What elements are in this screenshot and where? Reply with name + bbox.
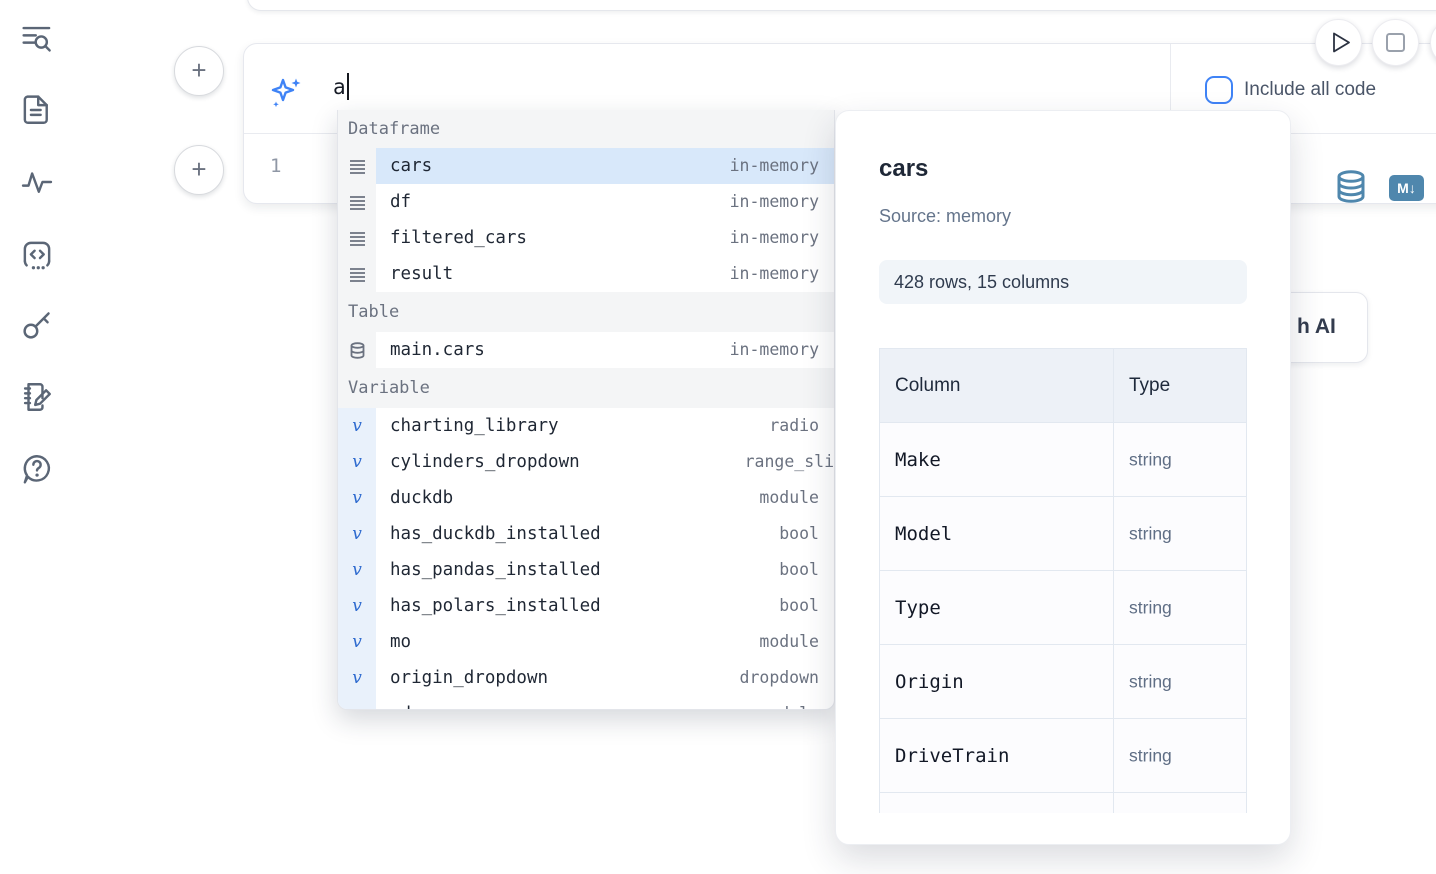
- preview-source: Source: memory: [879, 206, 1012, 226]
- ai-prompt-input[interactable]: a: [333, 73, 349, 100]
- dataframe-icon: [338, 220, 376, 256]
- variable-icon: v: [338, 408, 376, 444]
- table-row: Model string: [880, 496, 1246, 570]
- help-chat-icon[interactable]: [20, 452, 54, 486]
- table-row: Make string: [880, 422, 1246, 496]
- run-button[interactable]: [1315, 19, 1362, 66]
- variable-icon: v: [338, 696, 376, 709]
- code-snippet-icon[interactable]: [20, 238, 54, 272]
- section-header-dataframe: Dataframe: [338, 110, 834, 148]
- preview-table: Column Type Make string Model string Typ…: [879, 348, 1247, 813]
- document-icon[interactable]: [20, 93, 54, 127]
- type-header: Type: [1129, 374, 1171, 396]
- include-all-code-checkbox[interactable]: [1205, 76, 1233, 104]
- variable-icon: v: [338, 624, 376, 660]
- table-row: Type string: [880, 570, 1246, 644]
- table-row: Origin string: [880, 644, 1246, 718]
- table-database-icon: [338, 332, 376, 368]
- include-all-code-zone: Include all code: [1171, 44, 1436, 134]
- activity-icon[interactable]: [20, 165, 54, 199]
- table-row-partial: [880, 792, 1246, 813]
- stop-button[interactable]: [1372, 19, 1419, 66]
- dataframe-icon: [338, 256, 376, 292]
- sparkles-icon: [271, 78, 301, 108]
- code-editor-row[interactable]: 1: [244, 135, 1436, 204]
- sidebar: [0, 0, 72, 874]
- variable-icon: v: [338, 516, 376, 552]
- dataframe-icon: [338, 148, 376, 184]
- dataframe-icon: [338, 184, 376, 220]
- line-number: 1: [270, 155, 282, 177]
- variable-icon: v: [338, 444, 376, 480]
- section-header-table: Table: [338, 292, 834, 332]
- preview-title: cars: [879, 155, 929, 182]
- key-icon[interactable]: [20, 308, 54, 342]
- include-all-code-label: Include all code: [1244, 79, 1377, 100]
- toc-search-icon[interactable]: [20, 22, 54, 56]
- preview-table-wrap: Column Type Make string Model string Typ…: [879, 348, 1248, 813]
- variable-icon: v: [338, 552, 376, 588]
- markdown-icon[interactable]: M↓: [1389, 175, 1424, 201]
- variable-icon: v: [338, 480, 376, 516]
- add-cell-button-bottom[interactable]: +: [174, 145, 224, 195]
- text-cursor: [346, 73, 349, 100]
- add-cell-button-top[interactable]: +: [174, 46, 224, 96]
- autocomplete-item-partial[interactable]: v pdmodule: [338, 696, 834, 709]
- table-row: DriveTrain string: [880, 718, 1246, 792]
- section-header-variable: Variable: [338, 368, 834, 408]
- scratchpad-icon[interactable]: [20, 380, 54, 414]
- database-icon[interactable]: [1336, 170, 1366, 203]
- column-header: Column: [895, 374, 961, 396]
- previous-cell-bottom: [247, 0, 1436, 11]
- preview-table-header: Column Type: [880, 349, 1246, 422]
- variable-icon: v: [338, 588, 376, 624]
- preview-shape-badge: 428 rows, 15 columns: [879, 260, 1247, 304]
- variable-icon: v: [338, 660, 376, 696]
- divider: [1170, 44, 1171, 134]
- dataframe-preview-panel: cars Source: memory 428 rows, 15 columns…: [835, 110, 1291, 845]
